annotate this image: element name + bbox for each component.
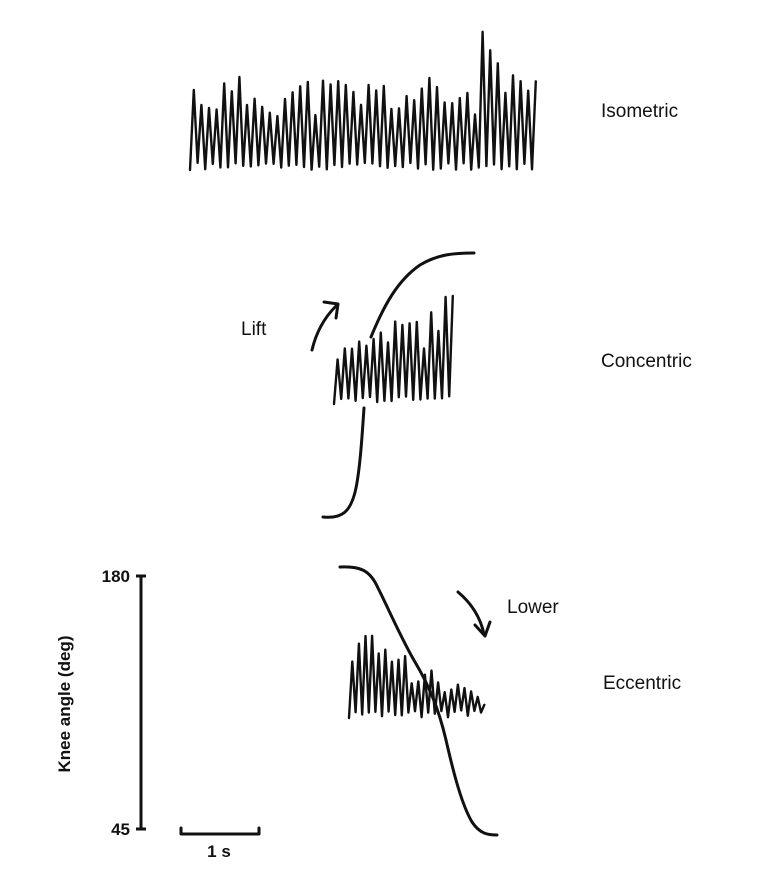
- axis-label-knee-angle: Knee angle (deg): [55, 636, 74, 773]
- label-eccentric: Eccentric: [603, 673, 681, 694]
- lift-arrow-head: [322, 300, 340, 320]
- label-lower: Lower: [507, 597, 559, 618]
- time-scale-label: 1 s: [207, 842, 231, 861]
- lift-arrow: [310, 304, 338, 352]
- knee-angle-curve-concentric: [321, 251, 476, 519]
- emg-trace-isometric: [188, 30, 537, 172]
- axis-tick-label-45: 45: [111, 820, 130, 839]
- lower-arrow-head: [473, 620, 492, 638]
- time-scale-bar: [179, 826, 261, 836]
- emg-trace-concentric: [332, 294, 454, 406]
- emg-trace-eccentric: [347, 634, 486, 720]
- label-lift: Lift: [241, 319, 267, 340]
- label-isometric: Isometric: [601, 101, 678, 122]
- axis-tick-label-180: 180: [102, 567, 130, 586]
- label-concentric: Concentric: [601, 351, 692, 372]
- lower-arrow: [456, 590, 486, 636]
